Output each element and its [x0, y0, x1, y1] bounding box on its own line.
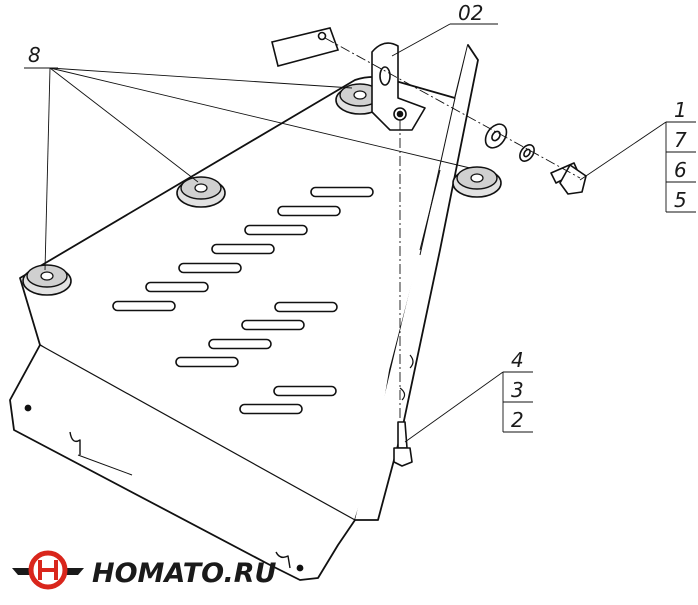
skid-plate	[9, 44, 479, 581]
callout-1: 1	[674, 98, 687, 122]
slot-3	[244, 224, 308, 236]
slot-7	[112, 300, 176, 312]
slot-10	[208, 338, 272, 350]
slot-6	[145, 281, 209, 293]
callout-02: 02	[458, 1, 483, 25]
callout-7: 7	[674, 128, 687, 152]
slot-12	[273, 385, 337, 397]
logo-emblem-icon	[12, 550, 84, 590]
callout-3: 3	[511, 378, 524, 402]
slot-1	[310, 186, 374, 198]
ventilation-slots	[112, 186, 374, 415]
bolt-upper	[550, 162, 587, 195]
callout-2: 2	[511, 408, 524, 432]
homato-logo: HOMATO.RU	[12, 550, 277, 590]
callout-8: 8	[28, 43, 41, 67]
callout-5: 5	[674, 188, 687, 212]
leader-lines	[24, 23, 696, 443]
callout-6: 6	[674, 158, 687, 182]
logo-text: HOMATO.RU	[92, 558, 277, 589]
nut-plate	[271, 27, 340, 67]
bolt-lower	[393, 421, 413, 467]
slot-11	[175, 356, 239, 368]
washer	[484, 123, 508, 149]
assembly-axis-lines	[324, 37, 581, 420]
slot-8	[274, 301, 338, 313]
slot-9	[241, 319, 305, 331]
slot-2	[277, 205, 341, 217]
bushing-4	[452, 166, 502, 198]
slot-5	[178, 262, 242, 274]
lock-washer	[519, 144, 535, 162]
callout-4: 4	[511, 348, 524, 372]
bushing-2	[176, 176, 226, 208]
bushing-1	[22, 264, 72, 296]
slot-4	[211, 243, 275, 255]
slot-13	[239, 403, 303, 415]
rubber-bushings	[22, 83, 502, 296]
